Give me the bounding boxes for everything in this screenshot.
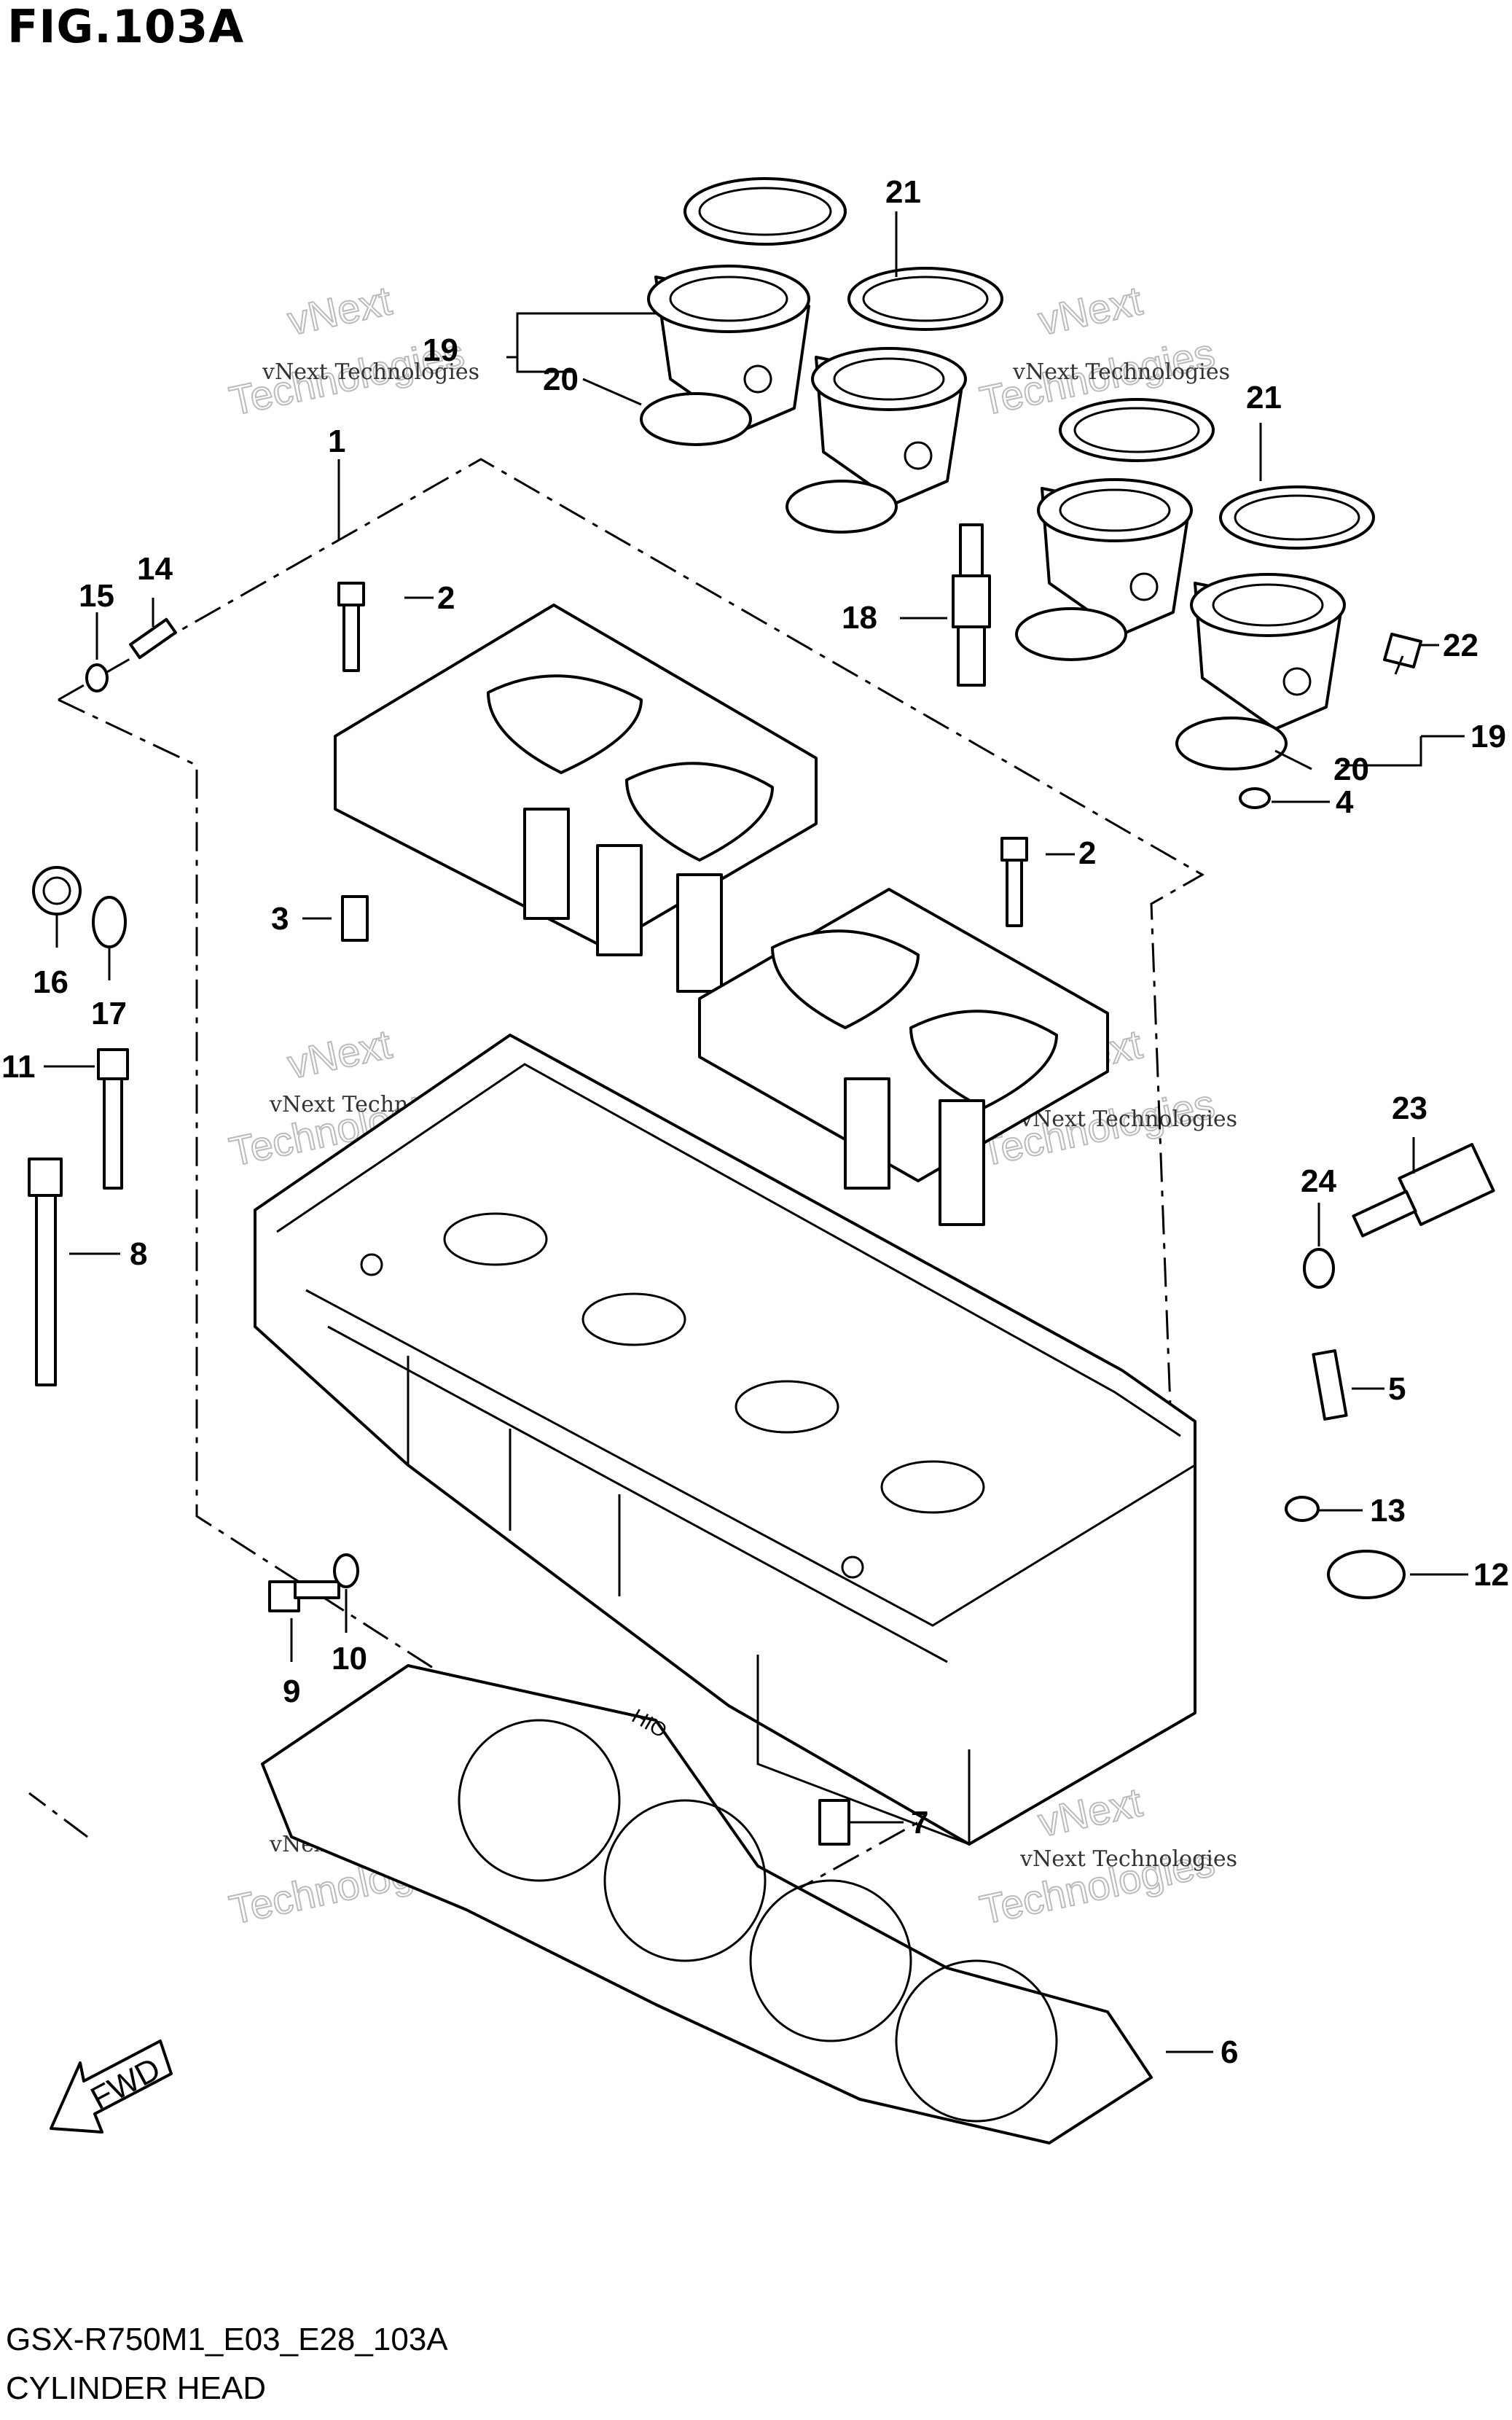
washer-10 xyxy=(333,1553,359,1588)
dowel-7 xyxy=(818,1799,850,1846)
callout-13: 13 xyxy=(1370,1493,1406,1529)
intake-pipe-2 xyxy=(811,347,967,504)
callout-6: 6 xyxy=(1221,2034,1238,2070)
callout-19a: 19 xyxy=(423,332,458,368)
cylinder-head xyxy=(254,1034,1196,1846)
o-ring-4 xyxy=(1175,717,1288,770)
fwd-arrow-icon: FWD xyxy=(50,2040,173,2134)
callout-20b: 20 xyxy=(1333,752,1369,787)
spark-plug xyxy=(952,523,991,687)
callout-20a: 20 xyxy=(543,362,579,397)
callout-21a: 21 xyxy=(885,174,921,210)
bolt-2-right xyxy=(1000,837,1028,927)
intake-pipe-4 xyxy=(1190,573,1346,730)
callout-8: 8 xyxy=(130,1236,147,1272)
callout-17: 17 xyxy=(91,996,127,1031)
dowel-5 xyxy=(1312,1349,1348,1421)
svg-text:vNext Technologies: vNext Technologies xyxy=(1019,1846,1237,1872)
svg-text:vNext Technologies: vNext Technologies xyxy=(1012,359,1230,385)
gasket-15 xyxy=(85,663,109,692)
screw-22 xyxy=(1383,633,1422,675)
callout-9: 9 xyxy=(283,1674,300,1709)
callout-3: 3 xyxy=(271,901,289,937)
temp-sensor-23 xyxy=(1352,1143,1495,1238)
callout-11: 11 xyxy=(1,1049,36,1085)
intake-clamp-3 xyxy=(1059,398,1215,462)
callouts: 1 2 2 3 4 5 6 7 8 9 10 11 12 13 14 15 16… xyxy=(1,174,1509,2070)
bolt-8 xyxy=(28,1158,63,1386)
o-ring-13 xyxy=(1285,1496,1320,1522)
callout-16: 16 xyxy=(33,964,68,1000)
o-ring-2 xyxy=(786,480,898,534)
callout-24: 24 xyxy=(1301,1163,1336,1199)
model-code: GSX-R750M1_E03_E28_103A xyxy=(6,2322,448,2357)
o-ring-1 xyxy=(640,392,752,446)
callout-23: 23 xyxy=(1392,1090,1427,1126)
callout-18: 18 xyxy=(842,600,877,636)
svg-text:vNext Technologies: vNext Technologies xyxy=(1019,1106,1237,1132)
washer-4 xyxy=(1239,787,1271,809)
callout-1: 1 xyxy=(328,424,345,459)
svg-text:vNext: vNext xyxy=(283,1020,396,1087)
intake-clamp-2 xyxy=(847,267,1003,331)
callout-21b: 21 xyxy=(1246,380,1282,415)
washer-17 xyxy=(92,896,127,948)
intake-pipe-1 xyxy=(647,265,810,432)
bolt-11 xyxy=(97,1048,129,1190)
cam-holder-right xyxy=(698,888,1109,1226)
callout-15: 15 xyxy=(79,578,114,614)
o-ring-12 xyxy=(1327,1550,1406,1599)
intake-clamp-4 xyxy=(1219,485,1375,550)
intake-clamp-1 xyxy=(683,177,847,246)
bolt-2-left xyxy=(337,582,365,672)
dowel-3 xyxy=(341,895,369,942)
cam-holder-left xyxy=(334,604,818,993)
diagram-name: CYLINDER HEAD xyxy=(6,2370,266,2406)
callout-2b: 2 xyxy=(1078,835,1096,871)
callout-22: 22 xyxy=(1443,628,1478,663)
nipple-14 xyxy=(129,617,177,660)
callout-4: 4 xyxy=(1336,784,1354,820)
callout-12: 12 xyxy=(1473,1557,1509,1593)
callout-5: 5 xyxy=(1388,1371,1406,1407)
intake-pipe-3 xyxy=(1037,478,1193,636)
o-ring-3 xyxy=(1015,607,1127,661)
leader-lines xyxy=(44,211,1468,2053)
callout-10: 10 xyxy=(332,1641,367,1677)
callout-2a: 2 xyxy=(437,580,455,616)
svg-text:vNext: vNext xyxy=(283,277,396,343)
plug-16 xyxy=(32,866,82,916)
callout-7: 7 xyxy=(911,1805,928,1841)
washer-24 xyxy=(1303,1248,1335,1289)
svg-text:vNext: vNext xyxy=(1034,277,1146,343)
svg-text:vNext Technologies: vNext Technologies xyxy=(262,359,479,385)
figure-title: FIG.103A xyxy=(7,0,245,53)
bolt-9 xyxy=(268,1580,340,1612)
callout-14: 14 xyxy=(137,551,173,587)
callout-19b: 19 xyxy=(1470,719,1506,754)
